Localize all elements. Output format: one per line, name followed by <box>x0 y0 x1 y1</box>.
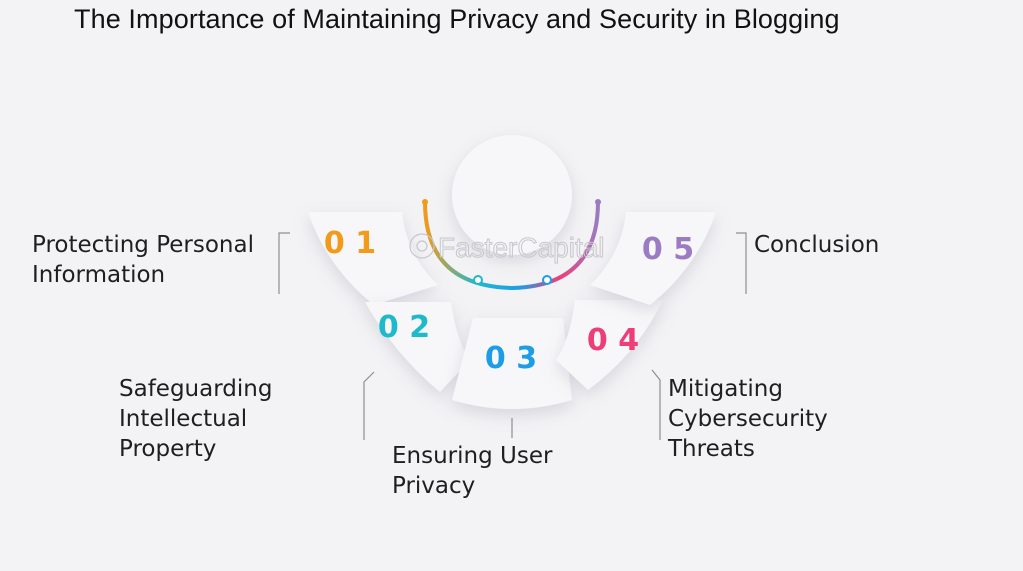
connector-step-1 <box>278 232 290 294</box>
step-2-label-line-2: Intellectual <box>119 406 248 432</box>
step-2-number: 0 2 <box>378 310 430 345</box>
card-step-2 <box>365 302 470 392</box>
connector-arc <box>423 201 600 291</box>
arc-dot-3 <box>542 275 552 285</box>
connector-step-5 <box>736 232 747 294</box>
arc-dot-2 <box>473 275 483 285</box>
step-2-label-line-1: Safeguarding <box>119 376 273 402</box>
connector-step-4 <box>651 369 661 440</box>
card-step-1 <box>308 212 438 305</box>
card-step-4 <box>556 300 663 390</box>
step-3-label-line-1: Ensuring User <box>392 443 553 469</box>
step-4-number: 0 4 <box>587 323 639 358</box>
step-2-label-line-3: Property <box>119 436 217 462</box>
arc-dot-1 <box>422 199 428 205</box>
step-1-label-line-2: Information <box>32 262 166 288</box>
card-step-5 <box>590 212 716 305</box>
step-3-label: Ensuring User Privacy <box>392 441 552 501</box>
connector-step-2 <box>363 371 375 440</box>
step-4-label-line-3: Threats <box>668 436 755 462</box>
step-5-label: Conclusion <box>754 230 879 260</box>
diagram-title: The Importance of Maintaining Privacy an… <box>74 4 840 34</box>
center-circle <box>452 135 572 255</box>
watermark-text: FasterCapital <box>438 232 605 263</box>
step-5-number: 0 5 <box>642 232 694 267</box>
step-4-label-line-2: Cybersecurity <box>668 406 828 432</box>
step-4-label: Mitigating Cybersecurity Threats <box>668 374 828 464</box>
watermark-logo: FasterCapital <box>409 232 605 264</box>
step-1-label-line-1: Protecting Personal <box>32 232 254 258</box>
card-step-3 <box>452 318 572 409</box>
arc-dot-4 <box>595 199 601 205</box>
step-3-number: 0 3 <box>485 341 537 376</box>
step-2-label: Safeguarding Intellectual Property <box>119 374 272 464</box>
step-4-label-line-1: Mitigating <box>668 376 783 402</box>
step-5-label-line-1: Conclusion <box>754 232 880 258</box>
step-1-label: Protecting Personal Information <box>32 230 254 290</box>
step-1-number: 0 1 <box>324 226 376 261</box>
step-3-label-line-2: Privacy <box>392 473 476 499</box>
